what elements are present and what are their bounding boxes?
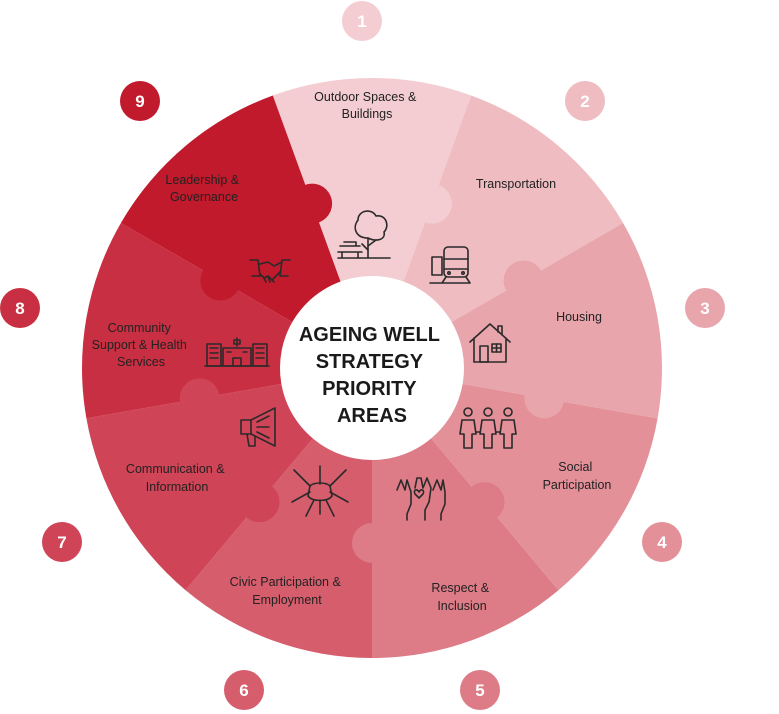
badge-number: 2: [580, 92, 589, 111]
badge-circle: [685, 288, 725, 328]
badge-circle: [565, 81, 605, 121]
badge-circle: [342, 1, 382, 41]
puzzle-tab: [464, 482, 505, 523]
area-4-label: Social Participation: [543, 460, 612, 492]
area-8-number-badge: 8: [0, 288, 40, 328]
center-title-line-1: AGEING WELL: [299, 324, 440, 346]
center-circle: [280, 276, 464, 460]
hospital-building-icon: [204, 337, 270, 367]
puzzle-tab: [292, 183, 333, 224]
house-icon: [469, 323, 511, 363]
badge-number: 5: [475, 681, 484, 700]
area-4-number-badge: 4: [642, 522, 682, 562]
puzzle-tab: [352, 523, 392, 563]
badge-circle: [642, 522, 682, 562]
puzzle-tab: [503, 260, 544, 301]
puzzle-tab: [239, 482, 280, 523]
badge-number: 1: [357, 12, 366, 31]
badge-number: 3: [700, 299, 709, 318]
area-2-number-badge: 2: [565, 81, 605, 121]
area-6-number-badge: 6: [224, 670, 264, 710]
area-7-label: Communication & Information: [126, 462, 228, 494]
badge-circle: [120, 81, 160, 121]
badge-circle: [460, 670, 500, 710]
area-9-number-badge: 9: [120, 81, 160, 121]
area-5-label: Respect & Inclusion: [431, 581, 492, 613]
area-3-label: Housing: [556, 310, 602, 324]
raised-hands-heart-icon: [396, 477, 446, 521]
badge-number: 9: [135, 92, 144, 111]
badge-number: 6: [239, 681, 248, 700]
badge-number: 8: [15, 299, 24, 318]
area-2-label: Transportation: [476, 177, 556, 191]
area-9-label: Leadership & Governance: [165, 173, 242, 204]
center-title: AGEING WELL STRATEGY PRIORITY AREAS: [299, 324, 445, 427]
puzzle-tab: [411, 183, 452, 224]
area-7-number-badge: 7: [42, 522, 82, 562]
badge-circle: [224, 670, 264, 710]
train-icon: [429, 246, 471, 284]
tree-bench-icon: [337, 210, 391, 259]
area-8-label: Community Support & Health Services: [92, 321, 191, 369]
puzzle-tab: [200, 260, 241, 301]
puzzle-tab: [524, 378, 565, 419]
segment-area-9: [120, 95, 373, 368]
megaphone-icon: [240, 407, 276, 447]
segment-area-1: [272, 78, 472, 368]
badge-circle: [42, 522, 82, 562]
segment-labels: Outdoor Spaces & Buildings Transportatio…: [92, 90, 612, 613]
people-holding-hands-icon: [459, 407, 517, 449]
area-6-label: Civic Participation & Employment: [230, 575, 345, 607]
center-title-line-3: PRIORITY: [322, 378, 417, 400]
area-1-number-badge: 1: [342, 1, 382, 41]
area-5-number-badge: 5: [460, 670, 500, 710]
puzzle-tabs: [179, 183, 565, 563]
hands-together-icon: [291, 465, 349, 517]
badge-number: 4: [657, 533, 667, 552]
badge-circle: [0, 288, 40, 328]
badge-number: 7: [57, 533, 66, 552]
puzzle-tab: [179, 378, 220, 419]
area-1-label: Outdoor Spaces & Buildings: [314, 90, 420, 121]
number-badges: 1 2 3 4 5 6 7 8 9: [0, 1, 725, 710]
segment-area-2: [372, 95, 624, 368]
center-title-line-4: AREAS: [337, 405, 407, 427]
handshake-icon: [249, 259, 291, 283]
area-3-number-badge: 3: [685, 288, 725, 328]
center-title-line-2: STRATEGY: [316, 351, 424, 373]
